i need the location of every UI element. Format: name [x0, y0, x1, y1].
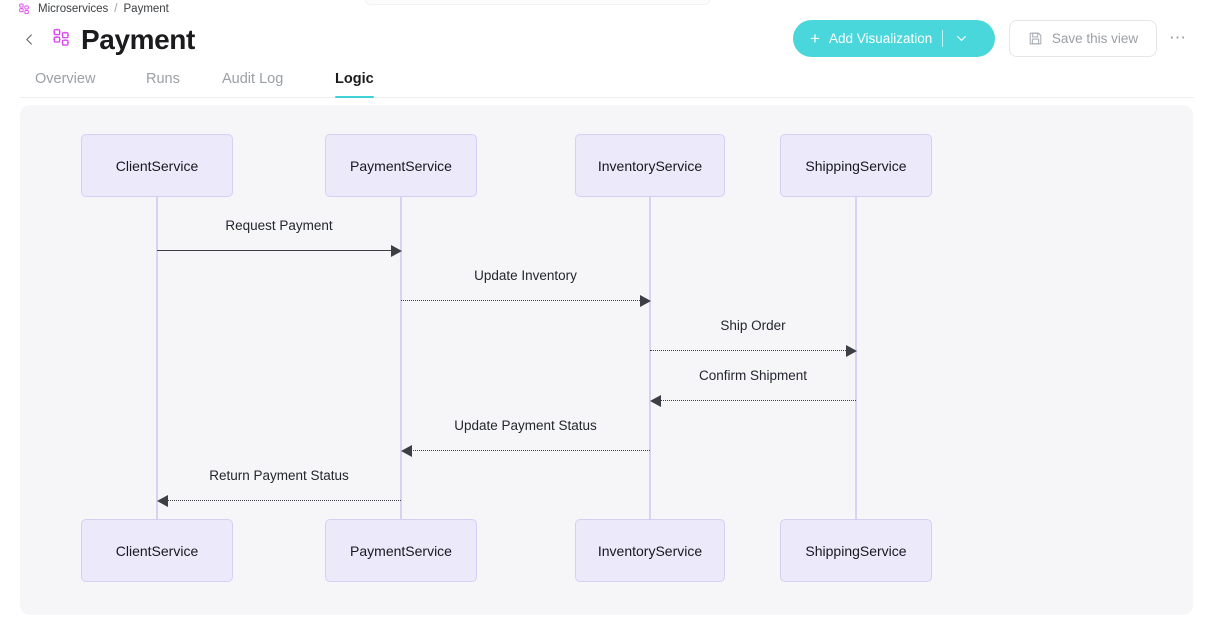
participant-label: ShippingService [805, 542, 907, 559]
add-visualization-button[interactable]: + Add Visualization [793, 20, 995, 57]
message-label: Update Payment Status [454, 418, 597, 433]
breadcrumb-current[interactable]: Payment [123, 3, 169, 15]
tab-indicator [222, 96, 283, 99]
message-line [660, 400, 856, 401]
breadcrumb-separator: / [114, 3, 118, 15]
more-options-button[interactable]: ⋯ [1166, 27, 1190, 49]
ellipsis-horizontal-icon: ⋯ [1169, 28, 1187, 47]
lifeline [156, 197, 158, 519]
message-arrowhead [846, 345, 857, 357]
message-arrowhead [401, 445, 412, 457]
plus-icon: + [810, 29, 820, 48]
participant-label: InventoryService [597, 542, 703, 559]
tab-bar-underline [20, 97, 1194, 98]
message-label: Request Payment [225, 218, 333, 233]
message-label: Confirm Shipment [698, 368, 808, 383]
tab-overview-label: Overview [35, 71, 96, 87]
participant-node[interactable]: InventoryService [575, 134, 725, 197]
message-line [401, 300, 640, 301]
participant-node[interactable]: ShippingService [780, 134, 932, 197]
page-header: Payment [0, 20, 1215, 60]
tab-logic[interactable]: Logic [335, 60, 374, 98]
message-arrowhead [640, 295, 651, 307]
participant-label: ClientService [115, 157, 199, 174]
message-line [157, 250, 391, 251]
save-this-view-label: Save this view [1051, 31, 1139, 46]
lifeline [855, 197, 857, 519]
message-line [167, 500, 401, 501]
breadcrumb: Microservices / Payment [19, 1, 169, 17]
participant-node[interactable]: PaymentService [325, 134, 477, 197]
participant-node[interactable]: ClientService [81, 519, 233, 582]
message-arrowhead [650, 395, 661, 407]
lifeline [649, 197, 651, 519]
participant-label: PaymentService [350, 157, 452, 174]
tab-indicator [35, 96, 95, 99]
tab-indicator-active [335, 95, 374, 98]
participant-label: ShippingService [805, 157, 907, 174]
message-label: Return Payment Status [209, 468, 349, 483]
participant-label: PaymentService [350, 542, 452, 559]
tab-audit-log-label: Audit Log [222, 71, 284, 87]
tab-runs[interactable]: Runs [146, 60, 180, 98]
tab-logic-label: Logic [335, 71, 374, 87]
message-line [650, 350, 846, 351]
tab-audit-log[interactable]: Audit Log [222, 60, 283, 98]
add-visualization-label: Add Visualization [828, 31, 933, 46]
title-microservices-cluster-icon [53, 28, 74, 49]
message-label: Ship Order [720, 318, 786, 333]
back-button[interactable] [20, 30, 38, 48]
chevron-down-icon[interactable] [955, 32, 968, 45]
tab-indicator [146, 96, 180, 99]
tab-overview[interactable]: Overview [35, 60, 95, 98]
message-arrowhead [391, 245, 402, 257]
chevron-left-icon [25, 33, 32, 45]
message-line [411, 450, 650, 451]
tab-runs-label: Runs [146, 71, 180, 87]
page-title: Payment [81, 24, 195, 55]
top-overlay-sliver [365, 0, 710, 5]
participant-label: ClientService [115, 542, 199, 559]
message-arrowhead [157, 495, 168, 507]
participant-node[interactable]: ClientService [81, 134, 233, 197]
participant-node[interactable]: PaymentService [325, 519, 477, 582]
tab-bar: Overview Runs Audit Log Logic [0, 60, 1215, 98]
button-divider [942, 30, 944, 47]
participant-node[interactable]: ShippingService [780, 519, 932, 582]
participant-label: InventoryService [597, 157, 703, 174]
lifeline [400, 197, 402, 519]
microservices-cluster-icon [19, 2, 32, 16]
save-this-view-button[interactable]: Save this view [1009, 20, 1157, 57]
message-label: Update Inventory [474, 268, 577, 283]
breadcrumb-root[interactable]: Microservices [38, 3, 109, 15]
save-floppy-icon [1028, 31, 1043, 46]
participant-node[interactable]: InventoryService [575, 519, 725, 582]
